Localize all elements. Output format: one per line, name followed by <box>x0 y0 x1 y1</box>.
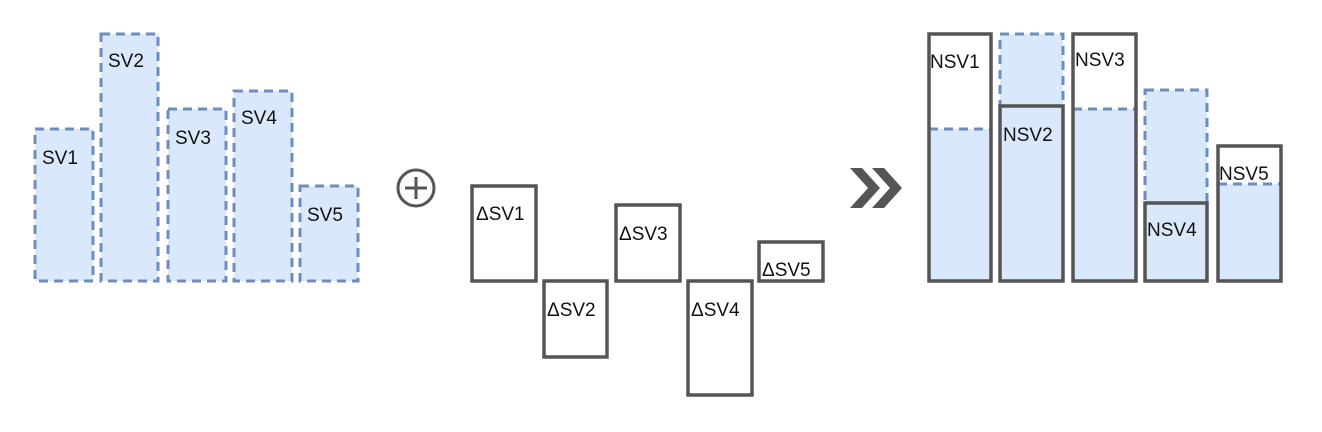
plus-circle-icon <box>396 168 436 208</box>
delta-sv4-box <box>686 279 754 397</box>
delta-sv3-label: ΔSV3 <box>619 224 668 245</box>
nsv2-box <box>998 104 1065 283</box>
delta-sv4-label: ΔSV4 <box>691 300 740 321</box>
nsv1-label: NSV1 <box>930 52 980 73</box>
nsv4-original-region <box>1143 88 1209 205</box>
nsv2-label: NSV2 <box>1003 125 1053 146</box>
delta-sv1-box <box>470 184 538 283</box>
sv4-label: SV4 <box>241 108 277 129</box>
sv3-bar <box>166 107 228 283</box>
sv1-label: SV1 <box>42 148 78 169</box>
delta-sv5-label: ΔSV5 <box>762 260 811 281</box>
nsv3-box <box>1071 32 1138 283</box>
nsv4-box <box>1143 201 1209 283</box>
nsv5-label: NSV5 <box>1219 164 1269 185</box>
sv4-bar <box>232 89 294 283</box>
delta-values: ΔSV1 ΔSV2 ΔSV3 ΔSV4 ΔSV5 <box>470 184 825 397</box>
delta-sv5-box <box>757 240 825 283</box>
nsv3-label: NSV3 <box>1075 50 1125 71</box>
double-chevron-right-icon <box>850 168 902 208</box>
sv5-label: SV5 <box>307 205 343 226</box>
new-values: NSV1 NSV2 NSV3 NSV4 NSV5 <box>927 32 1283 283</box>
sv5-bar <box>298 184 360 283</box>
sv3-label: SV3 <box>175 128 211 149</box>
sv1-bar <box>33 127 95 283</box>
nsv1-box <box>927 32 993 283</box>
delta-sv2-box <box>542 279 609 359</box>
sv2-bar <box>99 32 160 283</box>
delta-sv1-label: ΔSV1 <box>476 204 525 225</box>
delta-sv2-label: ΔSV2 <box>547 300 596 321</box>
delta-sv3-box <box>614 203 682 283</box>
sv2-label: SV2 <box>108 51 144 72</box>
nsv4-label: NSV4 <box>1147 220 1197 241</box>
nsv5-box <box>1216 144 1283 283</box>
nsv2-original-region <box>998 32 1065 108</box>
original-values: SV1 SV2 SV3 SV4 SV5 <box>33 32 360 283</box>
